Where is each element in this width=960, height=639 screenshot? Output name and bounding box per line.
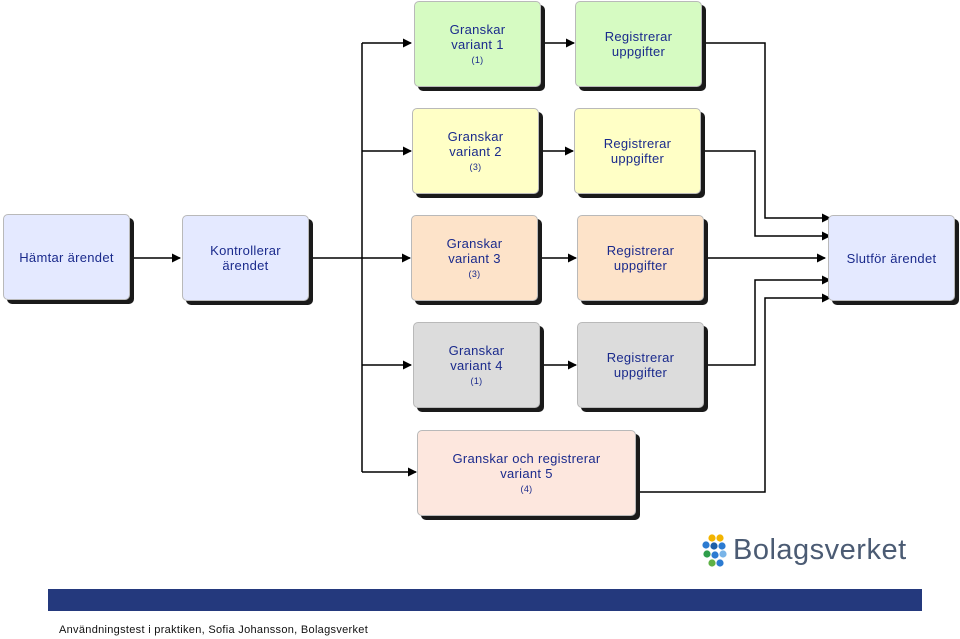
registrerar-2-line1: Registrerar — [603, 136, 672, 151]
slutfor-arendet-box: Slutför ärendet — [828, 215, 955, 301]
registrerar-4-box: Registrerar uppgifter — [577, 322, 704, 408]
hamtar-arendet-label: Hämtar ärendet — [19, 249, 114, 265]
variant-1-line1: Granskar — [449, 21, 506, 37]
variant-2-line1: Granskar — [447, 128, 504, 144]
variant-3-line1: Granskar — [446, 235, 503, 251]
variant-5-line2: variant 5 — [500, 465, 553, 481]
variant-5-line1: Granskar och registrerar — [452, 450, 601, 466]
variant-4-line1: Granskar — [448, 342, 505, 358]
slutfor-arendet-label: Slutför ärendet — [846, 250, 937, 266]
variant-4-line2: variant 4 — [450, 357, 503, 373]
variant-3-line2: variant 3 — [448, 250, 501, 266]
variant-5-count: (4) — [520, 483, 533, 494]
granskar-variant-2-box: Granskar variant 2 (3) — [412, 108, 539, 194]
kontrollerar-arendet-box: Kontrollerar ärendet — [182, 215, 309, 301]
registrerar-3-line1: Registrerar — [606, 243, 675, 258]
variant-3-count: (3) — [468, 268, 481, 279]
registrerar-2-box: Registrerar uppgifter — [574, 108, 701, 194]
granskar-variant-4-box: Granskar variant 4 (1) — [413, 322, 540, 408]
granskar-variant-3-box: Granskar variant 3 (3) — [411, 215, 538, 301]
hamtar-arendet-box: Hämtar ärendet — [3, 214, 130, 300]
registrerar-2-line2: uppgifter — [610, 151, 665, 166]
variant-1-count: (1) — [471, 54, 484, 65]
registrerar-1-line2: uppgifter — [611, 44, 666, 59]
registrerar-3-line2: uppgifter — [613, 258, 668, 273]
variant-2-count: (3) — [469, 161, 482, 172]
bolagsverket-flower-icon — [702, 534, 727, 567]
registrerar-1-box: Registrerar uppgifter — [575, 1, 702, 87]
footer-text: Användningstest i praktiken, Sofia Johan… — [59, 624, 369, 636]
registrerar-4-line1: Registrerar — [606, 350, 675, 365]
variant-2-line2: variant 2 — [449, 143, 502, 159]
granskar-variant-5-box: Granskar och registrerar variant 5 (4) — [417, 430, 636, 516]
bolagsverket-logo-text: Bolagsverket — [733, 534, 907, 566]
granskar-variant-1-box: Granskar variant 1 (1) — [414, 1, 541, 87]
variant-1-line2: variant 1 — [451, 36, 504, 52]
kontrollerar-label-line1: Kontrollerar — [210, 243, 281, 258]
registrerar-1-line1: Registrerar — [604, 29, 673, 44]
footer-band — [48, 589, 922, 611]
variant-4-count: (1) — [470, 375, 483, 386]
kontrollerar-label-line2: ärendet — [222, 258, 269, 273]
registrerar-3-box: Registrerar uppgifter — [577, 215, 704, 301]
registrerar-4-line2: uppgifter — [613, 365, 668, 380]
